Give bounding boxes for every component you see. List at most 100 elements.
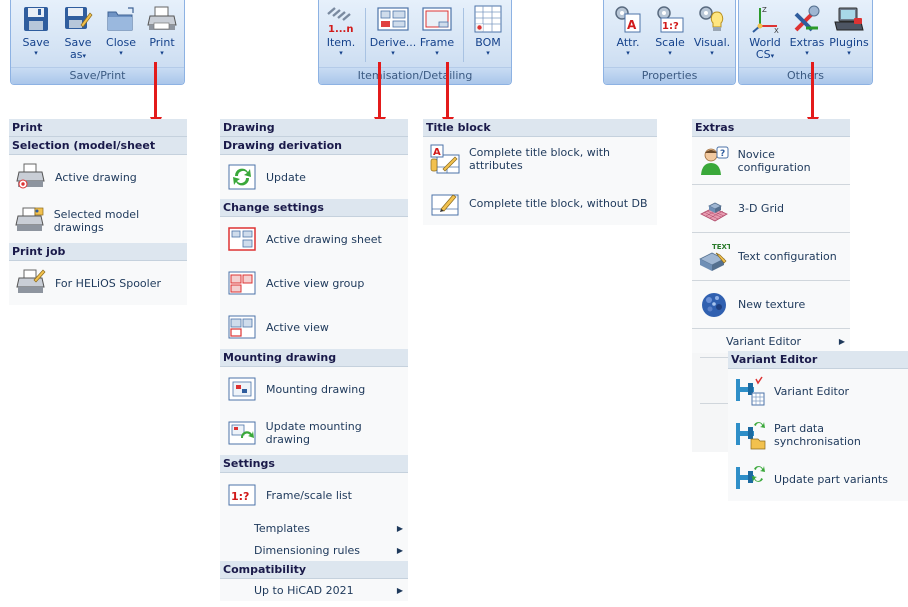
submenu-variant-editor[interactable]: Variant Editor ▶ xyxy=(692,329,850,353)
menu-item-active-view[interactable]: Active view xyxy=(220,305,408,349)
print-label: Print xyxy=(149,36,175,49)
itemisation-icon: 1...n xyxy=(325,4,357,34)
visualisation-icon xyxy=(696,4,728,34)
menu-item-title-block-without-db[interactable]: Complete title block, without DB xyxy=(423,181,657,225)
menu-item-update-mounting-drawing[interactable]: Update mounting drawing xyxy=(220,411,408,455)
frame-icon xyxy=(421,4,453,34)
menu-item-title-block-with-attributes[interactable]: A Complete title block, with attributes xyxy=(423,137,657,181)
chevron-down-icon: ▾ xyxy=(668,49,672,57)
chevron-right-icon: ▶ xyxy=(396,585,403,595)
print-section-print-job: Print job xyxy=(9,243,187,261)
title-block-attributes-icon: A xyxy=(429,143,461,175)
bom-button[interactable]: BOM ▾ xyxy=(466,4,510,66)
novice-user-icon: ? xyxy=(698,145,730,177)
chevron-down-icon: ▾ xyxy=(34,49,38,57)
folder-close-icon xyxy=(105,4,137,34)
visual-label: Visual. xyxy=(693,36,731,49)
part-data-sync-icon xyxy=(734,419,766,451)
variant-editor-icon xyxy=(734,375,766,407)
menu-item-label: For HELiOS Spooler xyxy=(55,276,161,290)
save-label: Save xyxy=(22,36,50,49)
close-button[interactable]: Close ▾ xyxy=(99,4,143,66)
menu-item-3d-grid[interactable]: 3-D Grid xyxy=(692,185,850,233)
group-caption-properties: Properties xyxy=(604,67,735,84)
plugins-icon xyxy=(833,4,865,34)
menu-item-label: Part data synchronisation xyxy=(774,422,861,448)
chevron-down-icon: ▾ xyxy=(435,49,439,57)
menu-item-active-drawing-sheet[interactable]: Active drawing sheet xyxy=(220,217,408,261)
world-cs-label-line2-text: CS xyxy=(755,48,771,61)
menu-item-update-part-variants[interactable]: Update part variants xyxy=(728,457,908,501)
drawing-section-compatibility: Compatibility xyxy=(220,561,408,579)
menu-item-variant-editor[interactable]: Variant Editor xyxy=(728,369,908,413)
menu-item-selected-model-drawings[interactable]: Selected model drawings xyxy=(9,199,187,243)
chevron-down-icon: ▾ xyxy=(160,49,164,57)
svg-text:?: ? xyxy=(720,149,725,159)
chevron-down-icon: ▾ xyxy=(847,49,851,57)
chevron-right-icon: ▶ xyxy=(838,336,845,346)
submenu-label: Templates xyxy=(254,521,310,535)
menu-item-update[interactable]: Update xyxy=(220,155,408,199)
submenu-templates[interactable]: Templates ▶ xyxy=(220,517,408,539)
menu-item-new-texture[interactable]: New texture xyxy=(692,281,850,329)
submenu-up-to-hicad-2021[interactable]: Up to HiCAD 2021 ▶ xyxy=(220,579,408,601)
titleblock-menu-title: Title block xyxy=(423,119,657,137)
derive-button[interactable]: Derive... ▾ xyxy=(370,4,416,66)
print-menu-title: Print xyxy=(9,119,187,137)
submenu-label: Variant Editor xyxy=(726,334,802,348)
svg-text:A: A xyxy=(627,18,637,32)
titleblock-menu: Title block A Complete title block, with… xyxy=(423,119,657,225)
printer-icon xyxy=(146,4,178,34)
svg-text:1:?: 1:? xyxy=(662,21,679,32)
menu-item-frame-scale-list[interactable]: 1:? Frame/scale list xyxy=(220,473,408,517)
derive-drawing-icon xyxy=(377,4,409,34)
save-as-icon xyxy=(62,4,94,34)
menu-item-label: Complete title block, without DB xyxy=(469,196,648,210)
menu-item-label: Selected model drawings xyxy=(53,208,140,234)
variant-editor-menu-title: Variant Editor xyxy=(728,351,908,369)
frame-label: Frame xyxy=(419,36,455,49)
scale-icon: 1:? xyxy=(654,4,686,34)
menu-item-part-data-synchronisation[interactable]: Part data synchronisation xyxy=(728,413,908,457)
print-button[interactable]: Print ▾ xyxy=(140,4,184,66)
visual-button[interactable]: Visual. ▾ xyxy=(690,4,734,66)
extras-menu-title: Extras xyxy=(692,119,850,137)
menu-item-active-view-group[interactable]: Active view group xyxy=(220,261,408,305)
world-cs-label-line1: World xyxy=(749,36,781,49)
extras-button[interactable]: Extras ▾ xyxy=(785,4,829,66)
save-button[interactable]: Save ▾ xyxy=(14,4,58,66)
texture-sphere-icon xyxy=(698,289,730,321)
chevron-right-icon: ▶ xyxy=(396,523,403,533)
item-label: Item. xyxy=(326,36,356,49)
submenu-dimensioning-rules[interactable]: Dimensioning rules ▶ xyxy=(220,539,408,561)
chevron-down-icon: ▾ xyxy=(805,49,809,57)
chevron-down-icon: ▾ xyxy=(770,52,775,60)
plugins-button[interactable]: Plugins ▾ xyxy=(827,4,871,66)
attr-button[interactable]: A Attr. ▾ xyxy=(606,4,650,66)
menu-item-label: Variant Editor xyxy=(774,384,850,398)
chevron-down-icon: ▾ xyxy=(626,49,630,57)
scale-button[interactable]: 1:? Scale ▾ xyxy=(648,4,692,66)
floppy-disk-icon xyxy=(20,4,52,34)
save-as-label-line2-text: as xyxy=(70,48,83,61)
update-part-variants-icon xyxy=(734,463,766,495)
save-as-button[interactable]: Save as▾ xyxy=(56,4,100,66)
chevron-down-icon: ▾ xyxy=(339,49,343,57)
bom-label: BOM xyxy=(475,36,501,49)
print-menu: Print Selection (model/sheet areas) Acti… xyxy=(9,119,187,305)
menu-item-mounting-drawing[interactable]: Mounting drawing xyxy=(220,367,408,411)
menu-item-text-configuration[interactable]: TEXT Text configuration xyxy=(692,233,850,281)
menu-item-label: Update xyxy=(266,170,306,184)
extras-tools-icon xyxy=(791,4,823,34)
menu-item-novice-configuration[interactable]: ? Novice configuration xyxy=(692,137,850,185)
menu-item-active-drawing[interactable]: Active drawing xyxy=(9,155,187,199)
menu-item-for-helios-spooler[interactable]: For HELiOS Spooler xyxy=(9,261,187,305)
extras-menu-item-stub xyxy=(700,403,728,404)
drawing-menu-title: Drawing xyxy=(220,119,408,137)
item-button[interactable]: 1...n Item. ▾ xyxy=(319,4,363,66)
frame-button[interactable]: Frame ▾ xyxy=(415,4,459,66)
submenu-label: Up to HiCAD 2021 xyxy=(254,583,354,597)
menu-item-label: Update mounting drawing xyxy=(265,420,362,446)
